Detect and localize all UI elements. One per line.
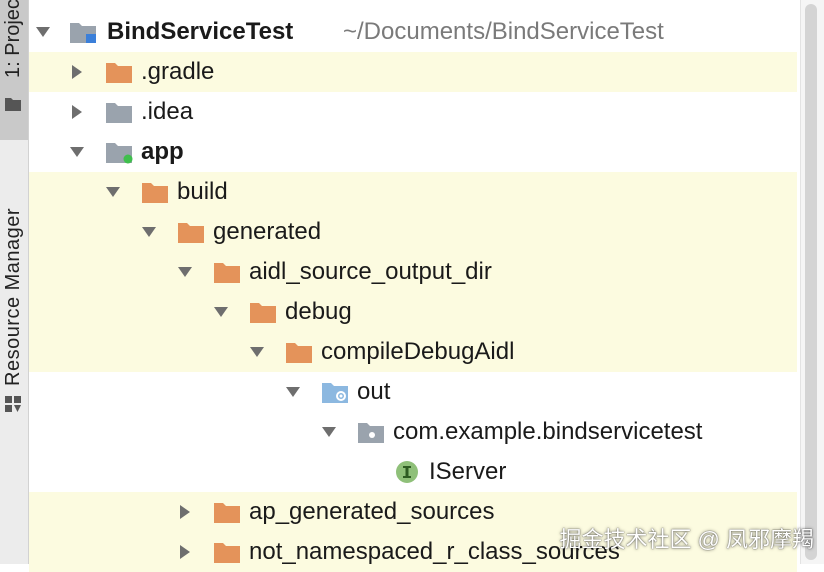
tree-item-label: IServer: [429, 458, 507, 485]
tree-item-label: .idea: [141, 98, 194, 125]
folder-icon: [142, 183, 168, 203]
tree-row-aidl-source-output-dir[interactable]: aidl_source_output_dir: [29, 252, 797, 292]
folder-icon: [214, 503, 240, 523]
chevron-down-icon[interactable]: [321, 412, 337, 452]
chevron-down-icon[interactable]: [213, 292, 229, 332]
folder-icon: [214, 263, 240, 283]
tree-item-label: debug: [285, 298, 352, 325]
tree-row-package[interactable]: com.example.bindservicetest: [29, 412, 797, 452]
tree-row-root[interactable]: BindServiceTest ~/Documents/BindServiceT…: [29, 12, 797, 52]
package-icon: [358, 423, 384, 443]
folder-icon: [214, 543, 240, 563]
interface-icon: [396, 461, 418, 483]
android-module-icon: [106, 143, 133, 164]
generated-source-folder-icon: [322, 383, 348, 403]
chevron-right-icon[interactable]: [177, 492, 193, 532]
tree-row-compile-debug-aidl[interactable]: compileDebugAidl: [29, 332, 797, 372]
chevron-down-icon[interactable]: [285, 372, 301, 412]
scrollbar-thumb[interactable]: [805, 4, 817, 560]
tree-item-label: build: [177, 178, 228, 205]
tree-row-iserver[interactable]: IServer: [29, 452, 797, 492]
folder-icon: [5, 98, 21, 111]
chevron-right-icon[interactable]: [69, 52, 85, 92]
resource-manager-icon: [5, 396, 21, 412]
project-root-path: ~/Documents/BindServiceTest: [343, 18, 664, 45]
project-tool-tab[interactable]: 1: Project: [0, 0, 28, 140]
tree-item-label: out: [357, 378, 391, 405]
project-tab-label: 1: Project: [2, 0, 24, 78]
tree-item-label: app: [141, 138, 184, 165]
tree-item-label: .gradle: [141, 58, 215, 85]
chevron-down-icon[interactable]: [69, 132, 85, 172]
tree-item-label: com.example.bindservicetest: [393, 418, 703, 445]
tree-row-gradle[interactable]: .gradle: [29, 52, 797, 92]
folder-icon: [106, 63, 132, 83]
tool-window-strip: 1: Project Resource Manager: [0, 0, 29, 564]
chevron-down-icon[interactable]: [35, 12, 51, 52]
folder-icon: [178, 223, 204, 243]
tree-row-ap-generated-sources[interactable]: ap_generated_sources: [29, 492, 797, 532]
tree-row-debug[interactable]: debug: [29, 292, 797, 332]
folder-icon: [106, 103, 132, 123]
project-tree: BindServiceTest ~/Documents/BindServiceT…: [29, 12, 797, 572]
tree-row-build[interactable]: build: [29, 172, 797, 212]
project-root-label: BindServiceTest: [107, 18, 294, 45]
tree-row-generated[interactable]: generated: [29, 212, 797, 252]
tree-item-label: aidl_source_output_dir: [249, 258, 492, 285]
resource-manager-tab-label: Resource Manager: [2, 207, 24, 386]
chevron-down-icon[interactable]: [249, 332, 265, 372]
tree-item-label: not_namespaced_r_class_sources: [249, 538, 620, 565]
tree-row-idea[interactable]: .idea: [29, 92, 797, 132]
watermark: 掘金技术社区 @ 凤邪摩羯: [559, 527, 814, 552]
chevron-down-icon[interactable]: [177, 252, 193, 292]
chevron-down-icon[interactable]: [141, 212, 157, 252]
tree-item-label: ap_generated_sources: [249, 498, 495, 525]
tree-item-label: compileDebugAidl: [321, 338, 515, 365]
folder-icon: [286, 343, 312, 363]
chevron-right-icon[interactable]: [69, 92, 85, 132]
module-folder-icon: [70, 23, 96, 43]
chevron-down-icon[interactable]: [105, 172, 121, 212]
tree-row-out[interactable]: out: [29, 372, 797, 412]
tree-item-label: generated: [213, 218, 322, 245]
vertical-scrollbar[interactable]: [800, 0, 824, 564]
folder-icon: [250, 303, 276, 323]
tree-row-app[interactable]: app: [29, 132, 797, 172]
chevron-right-icon[interactable]: [177, 532, 193, 572]
